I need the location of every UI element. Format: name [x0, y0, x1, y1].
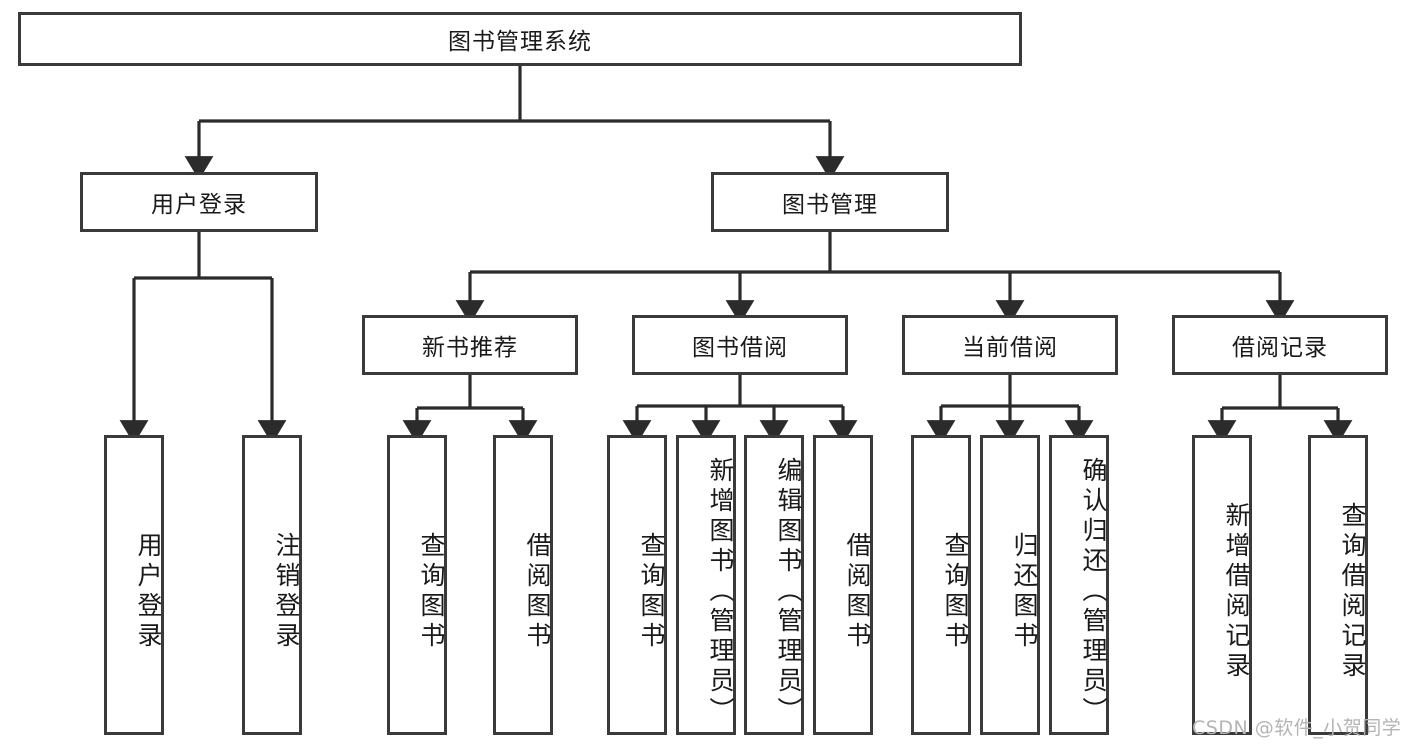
leaf-borrow-book-2-label: 借阅图书: [843, 532, 872, 652]
csdn-watermark: CSDN @软件_小贺同学: [1192, 717, 1402, 739]
node-current-borrow[interactable]: 当前借阅: [902, 315, 1118, 375]
leaf-confirm-return[interactable]: 确认归还（管理员）: [1049, 435, 1109, 735]
leaf-confirm-return-label: 确认归还（管理员）: [1079, 457, 1108, 727]
node-user-login-label: 用户登录: [151, 192, 247, 218]
leaf-edit-book[interactable]: 编辑图书（管理员）: [744, 435, 804, 735]
leaf-logout[interactable]: 注销登录: [242, 435, 302, 735]
leaf-borrow-book-1-label: 借阅图书: [523, 532, 552, 652]
node-borrow-record[interactable]: 借阅记录: [1172, 315, 1388, 375]
node-user-login[interactable]: 用户登录: [80, 172, 318, 232]
leaf-query-book-1[interactable]: 查询图书: [387, 435, 447, 735]
leaf-query-book-3-label: 查询图书: [941, 532, 970, 652]
node-book-borrow[interactable]: 图书借阅: [632, 315, 848, 375]
leaf-query-record[interactable]: 查询借阅记录: [1308, 435, 1368, 735]
leaf-query-book-3[interactable]: 查询图书: [911, 435, 971, 735]
leaf-return-book-label: 归还图书: [1010, 532, 1039, 652]
leaf-query-book-1-label: 查询图书: [417, 532, 446, 652]
node-book-borrow-label: 图书借阅: [692, 335, 788, 361]
node-book-manage[interactable]: 图书管理: [711, 172, 949, 232]
leaf-return-book[interactable]: 归还图书: [980, 435, 1040, 735]
node-new-book-rec-label: 新书推荐: [422, 335, 518, 361]
leaf-edit-book-label: 编辑图书（管理员）: [774, 457, 803, 727]
leaf-user-login-label: 用户登录: [134, 532, 163, 652]
leaf-user-login[interactable]: 用户登录: [104, 435, 164, 735]
node-book-manage-label: 图书管理: [782, 192, 878, 218]
leaf-borrow-book-1[interactable]: 借阅图书: [493, 435, 553, 735]
node-root-label: 图书管理系统: [448, 29, 592, 55]
node-borrow-record-label: 借阅记录: [1232, 335, 1328, 361]
leaf-add-record[interactable]: 新增借阅记录: [1192, 435, 1252, 735]
leaf-query-book-2[interactable]: 查询图书: [607, 435, 667, 735]
node-new-book-rec[interactable]: 新书推荐: [362, 315, 578, 375]
leaf-query-record-label: 查询借阅记录: [1338, 502, 1367, 682]
leaf-query-book-2-label: 查询图书: [637, 532, 666, 652]
node-current-borrow-label: 当前借阅: [962, 335, 1058, 361]
leaf-logout-label: 注销登录: [272, 532, 301, 652]
leaf-add-book-label: 新增图书（管理员）: [706, 457, 735, 727]
leaf-add-record-label: 新增借阅记录: [1222, 502, 1251, 682]
node-root[interactable]: 图书管理系统: [18, 12, 1022, 66]
leaf-borrow-book-2[interactable]: 借阅图书: [813, 435, 873, 735]
leaf-add-book[interactable]: 新增图书（管理员）: [676, 435, 736, 735]
